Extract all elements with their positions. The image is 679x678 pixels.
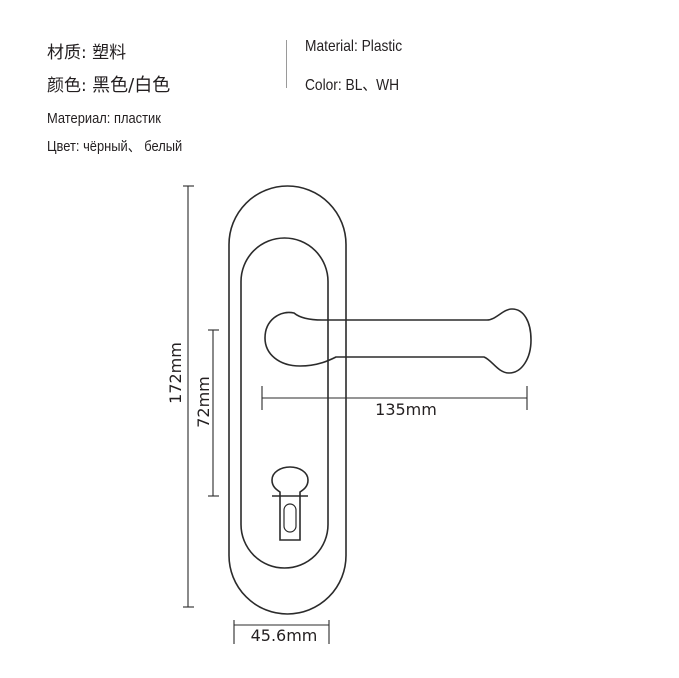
ru-color: Цвет: чёрный、 белый	[47, 138, 183, 155]
dim-plate-width-label: 45.6mm	[251, 626, 318, 645]
dim-handle-length-label: 135mm	[375, 400, 437, 419]
en-material: Material: Plastic	[305, 38, 403, 55]
backplate-outer	[228, 185, 347, 615]
cn-material-line: 材质: 塑料	[47, 38, 126, 63]
ru-material: Материал: пластик	[47, 110, 161, 127]
cn-color-label: 颜色:	[47, 76, 87, 96]
cn-color-line: 颜色: 黑色/白色	[47, 71, 170, 97]
cn-material-label: 材质:	[47, 43, 87, 63]
cn-color-value: 黑色/白色	[92, 75, 171, 96]
dim-total-height-label: 172mm	[166, 342, 185, 404]
cylinder-hole	[271, 466, 309, 541]
lever-handle	[264, 308, 532, 374]
spec-divider	[286, 40, 287, 88]
keyhole	[283, 503, 297, 533]
en-color: Color: BL、WH	[305, 77, 400, 94]
cn-material-value: 塑料	[92, 43, 127, 63]
dim-hole-distance-label: 72mm	[194, 376, 213, 428]
backplate-inner	[240, 237, 329, 569]
